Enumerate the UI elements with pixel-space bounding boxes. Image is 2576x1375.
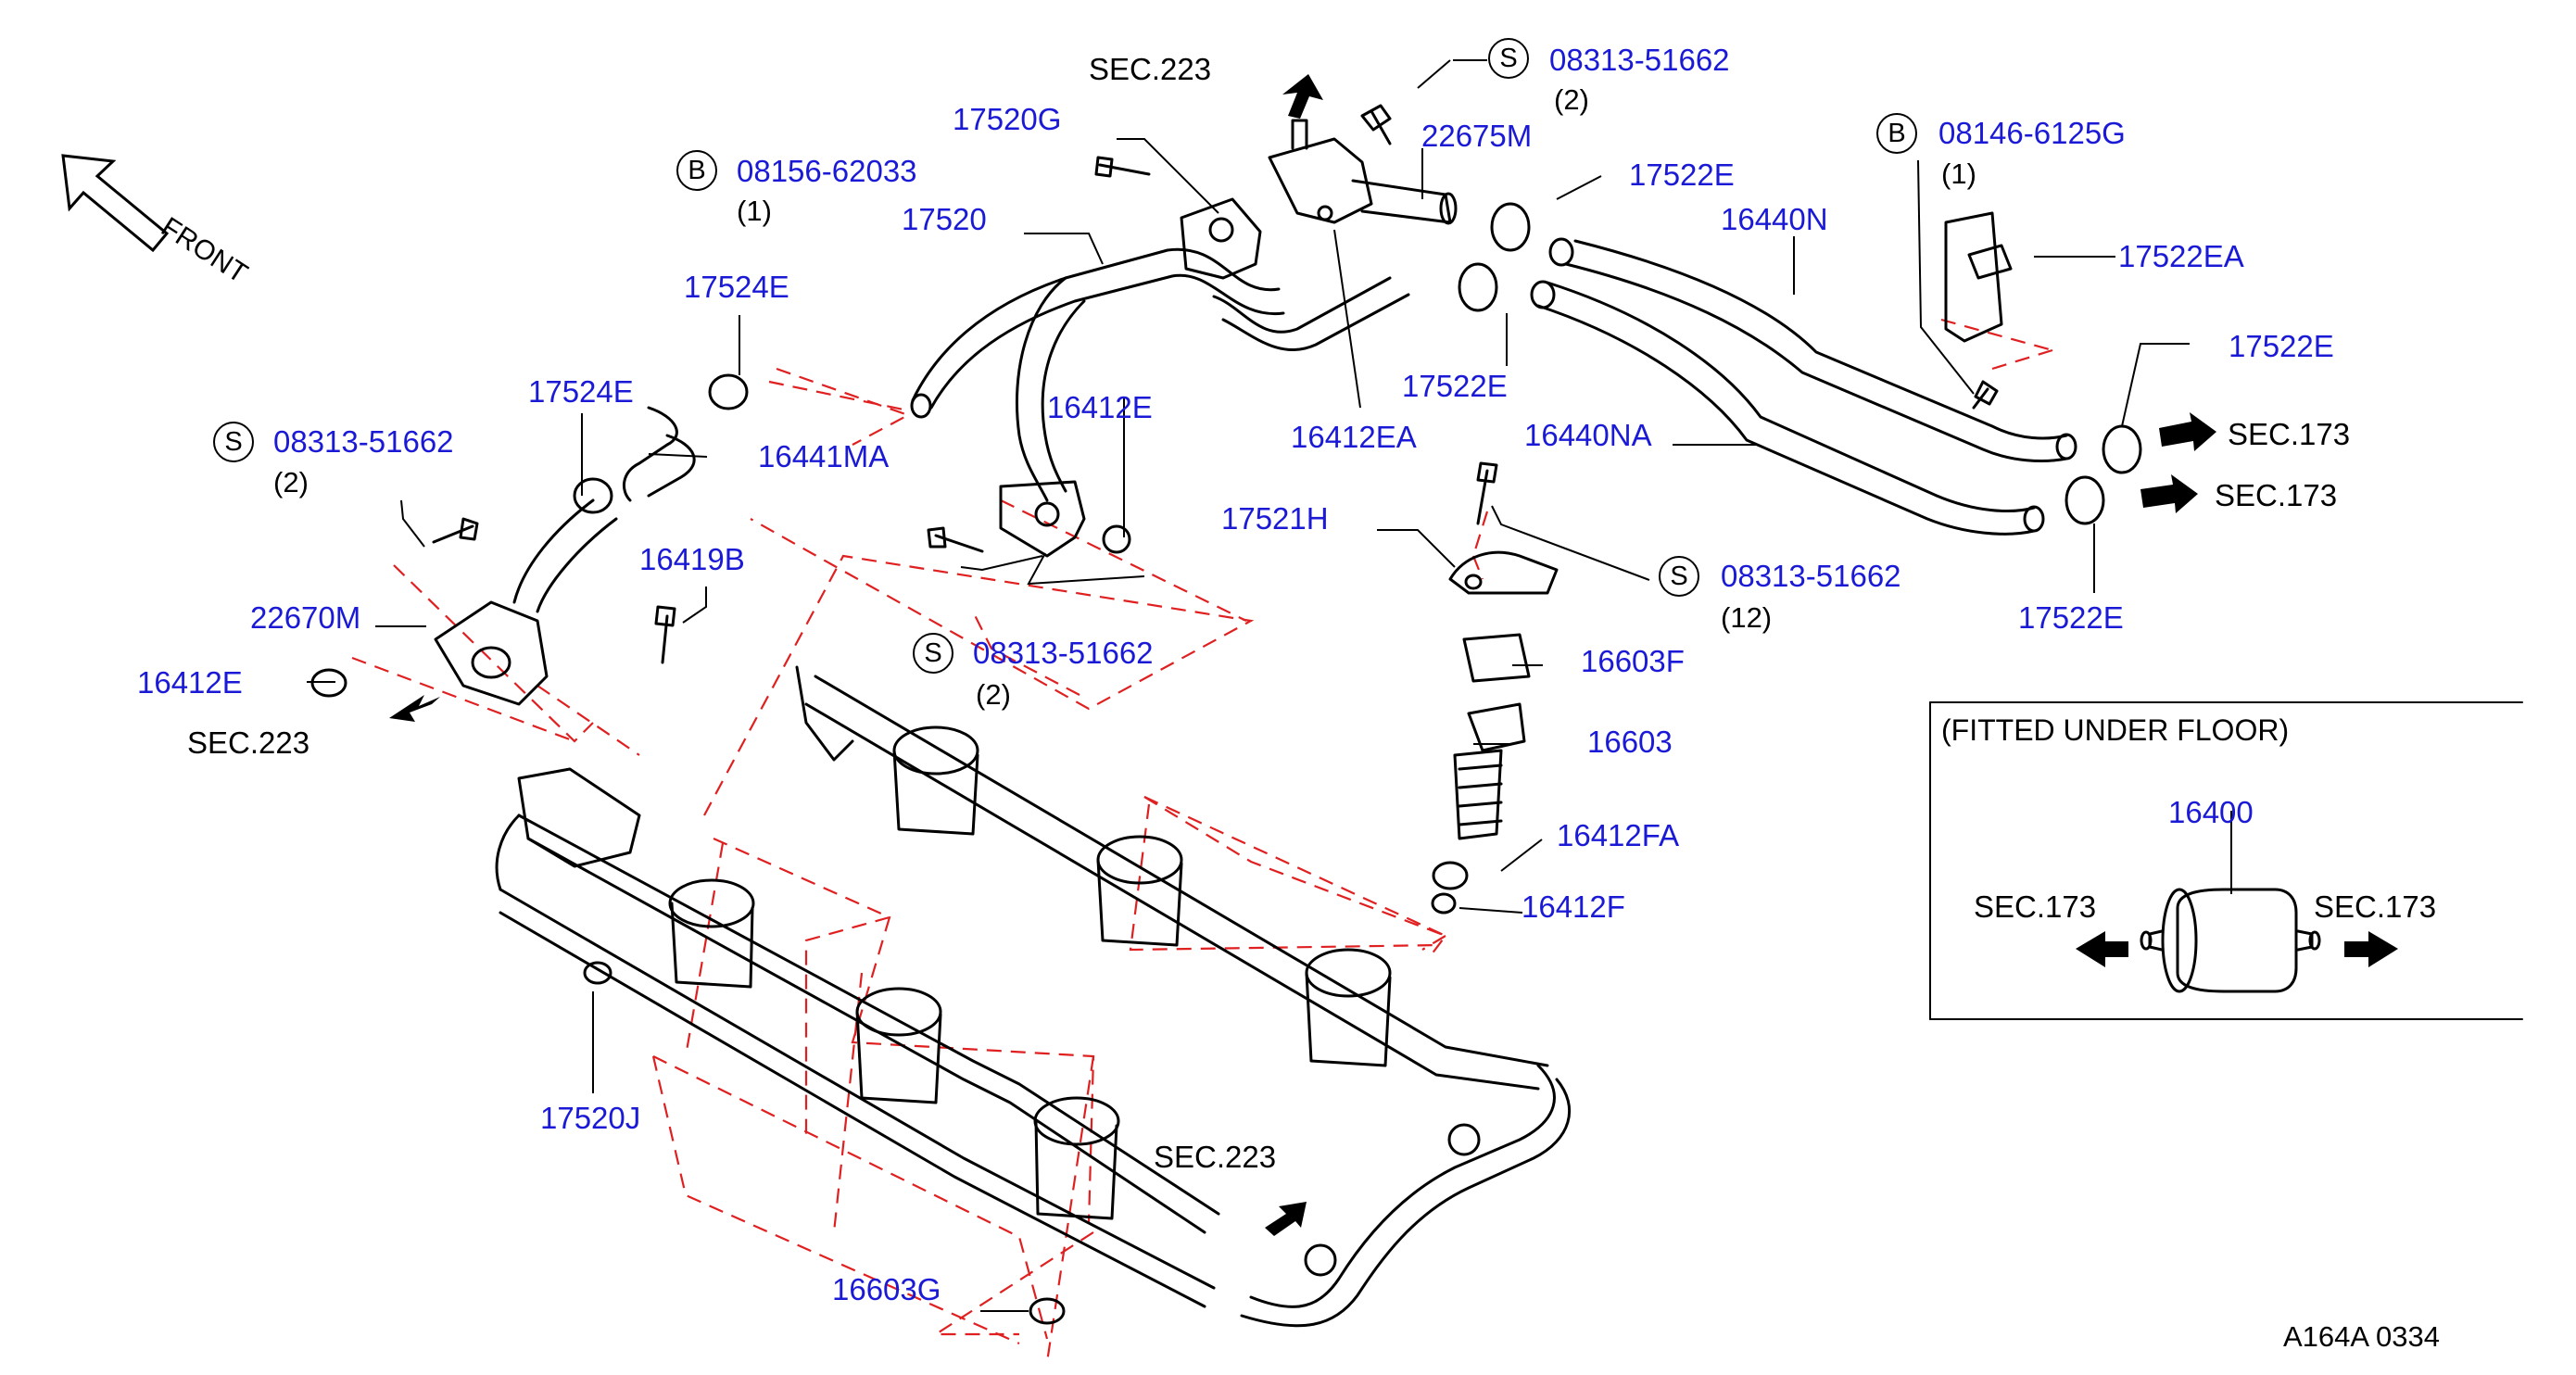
flow-arrows: [389, 74, 2398, 1236]
fastener-08156-62033: 08156-62033: [737, 154, 917, 188]
front-arrow-icon: [61, 154, 170, 253]
part-22675M: 22675M: [1421, 119, 1533, 153]
arrow-right-icon-c: [2344, 931, 2398, 967]
bolt-part-symbol: B: [676, 150, 717, 191]
part-17522E-1: 17522E: [1629, 158, 1735, 192]
part-17524E-2: 17524E: [528, 374, 634, 409]
sec-ref-top: SEC.223: [1089, 52, 1212, 86]
arrow-left-icon: [2076, 931, 2128, 967]
fastener-08313-51662-mid: 08313-51662: [973, 636, 1154, 670]
fastener-qty-top: (2): [1554, 83, 1589, 116]
part-16603F: 16603F: [1581, 644, 1685, 678]
part-16412EA: 16412EA: [1291, 420, 1417, 454]
arrow-right-up-icon: [1265, 1202, 1307, 1236]
fastener-qty-08146: (1): [1941, 158, 1976, 190]
standard-part-symbol: S: [1488, 38, 1529, 79]
fastener-qty-right: (12): [1721, 601, 1773, 634]
part-17520G: 17520G: [953, 102, 1062, 136]
inset-sec-left: SEC.173: [1974, 889, 2097, 924]
fastener-08313-51662-left: 08313-51662: [273, 424, 454, 459]
bolt-part-symbol: B: [1876, 113, 1917, 154]
drawing-reference: A164A 0334: [2283, 1320, 2440, 1353]
standard-part-symbol: S: [213, 422, 254, 462]
sec-ref-173-b: SEC.173: [2215, 478, 2338, 512]
sec-ref-left: SEC.223: [187, 725, 310, 760]
part-16440N: 16440N: [1721, 202, 1828, 236]
inset-sec-right: SEC.173: [2314, 889, 2437, 924]
part-22670M: 22670M: [250, 600, 361, 635]
part-17520J: 17520J: [540, 1101, 641, 1135]
fastener-qty-08156: (1): [737, 195, 772, 227]
standard-part-symbol: S: [1659, 556, 1699, 597]
inset-title: (FITTED UNDER FLOOR): [1941, 713, 2290, 747]
fastener-08146-6125G: 08146-6125G: [1938, 116, 2126, 150]
part-16412F: 16412F: [1522, 889, 1625, 924]
part-17522E-4: 17522E: [2018, 600, 2124, 635]
arrow-right-icon-a: [2159, 412, 2216, 451]
part-16412FA: 16412FA: [1557, 818, 1680, 852]
fastener-qty-left: (2): [273, 466, 309, 498]
part-16603G: 16603G: [832, 1272, 941, 1306]
line-art: [310, 104, 2523, 1328]
part-17521H: 17521H: [1221, 501, 1329, 536]
part-17522E-2: 17522E: [2229, 329, 2334, 363]
arrow-up-icon: [1282, 74, 1323, 119]
arrow-right-icon-b: [2140, 474, 2198, 513]
part-17522E-3: 17522E: [1402, 369, 1508, 403]
part-17524E-1: 17524E: [684, 270, 789, 304]
part-16412E-2: 16412E: [137, 665, 243, 700]
part-16441MA: 16441MA: [758, 439, 890, 473]
arrow-left-down-icon: [389, 695, 440, 722]
fastener-08313-51662-top: 08313-51662: [1549, 43, 1730, 77]
part-16400: 16400: [2168, 795, 2254, 829]
sec-ref-bottom: SEC.223: [1154, 1140, 1277, 1174]
part-17520: 17520: [902, 202, 987, 236]
leader-lines: [307, 59, 2232, 1312]
part-16412E-1: 16412E: [1047, 390, 1153, 424]
part-16603: 16603: [1587, 725, 1673, 759]
sec-ref-173-a: SEC.173: [2228, 417, 2351, 451]
part-16440NA: 16440NA: [1524, 418, 1652, 452]
fastener-08313-51662-right: 08313-51662: [1721, 559, 1901, 593]
phantom-lines: [351, 318, 2053, 1363]
part-17522EA: 17522EA: [2118, 239, 2244, 273]
part-16419B: 16419B: [639, 542, 745, 576]
standard-part-symbol: S: [913, 633, 953, 674]
fastener-qty-mid: (2): [976, 678, 1011, 711]
